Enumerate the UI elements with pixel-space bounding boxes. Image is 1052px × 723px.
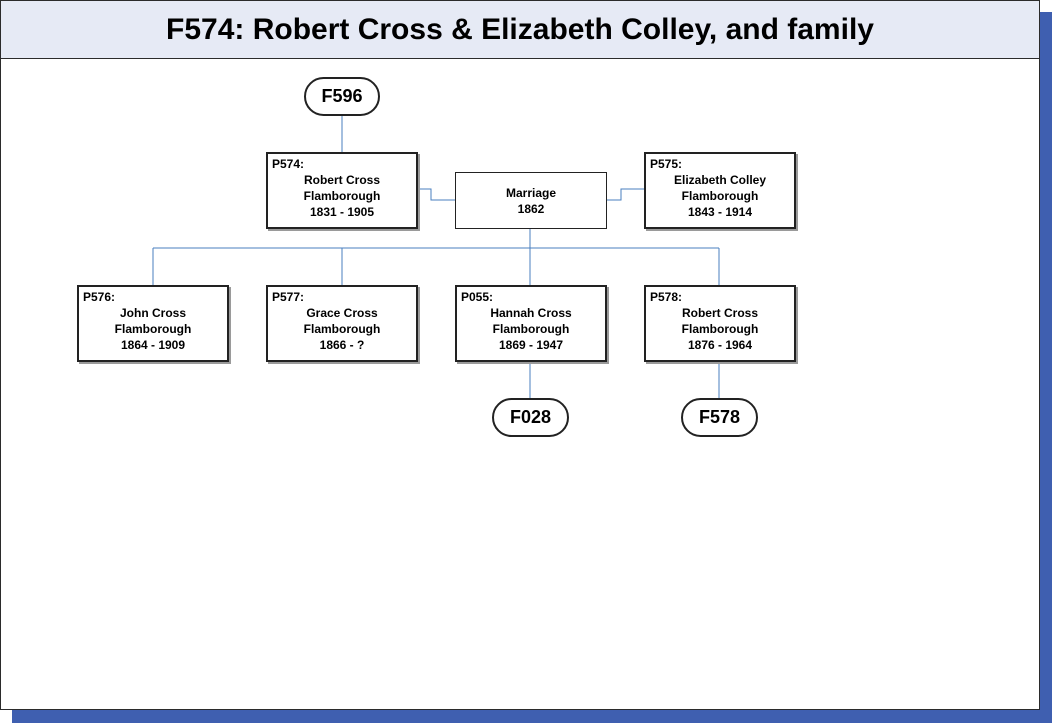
person-id: P578: [650, 290, 683, 304]
person-place: Flamborough [681, 322, 759, 336]
person-name: Robert Cross [303, 173, 380, 187]
person-card-wife[interactable]: P575: Elizabeth Colley Flamborough 1843 … [644, 152, 796, 229]
person-id: P574: [272, 157, 305, 171]
person-place: Flamborough [303, 189, 381, 203]
person-name: Robert Cross [681, 306, 758, 320]
family-ref-f578[interactable]: F578 [681, 398, 758, 437]
person-place: Flamborough [114, 322, 192, 336]
family-ref-f028[interactable]: F028 [492, 398, 569, 437]
family-ref-label: F578 [698, 407, 741, 427]
person-id: P576: [83, 290, 116, 304]
marriage-box[interactable]: Marriage 1862 [455, 172, 607, 229]
marriage-label: Marriage [505, 185, 557, 200]
person-place: Flamborough [303, 322, 381, 336]
person-card-child[interactable]: P578: Robert Cross Flamborough 1876 - 19… [644, 285, 796, 362]
person-card-child[interactable]: P577: Grace Cross Flamborough 1866 - ? [266, 285, 418, 362]
person-dates: 1864 - 1909 [120, 338, 186, 352]
person-name: John Cross [119, 306, 186, 320]
person-id: P055: [461, 290, 494, 304]
title-bar: F574: Robert Cross & Elizabeth Colley, a… [1, 1, 1039, 59]
connector-husband-marriage [417, 188, 455, 201]
diagram-page: F574: Robert Cross & Elizabeth Colley, a… [0, 0, 1040, 710]
family-ref-f596[interactable]: F596 [304, 77, 380, 116]
person-card-child[interactable]: P576: John Cross Flamborough 1864 - 1909 [77, 285, 229, 362]
person-place: Flamborough [492, 322, 570, 336]
connector-lines [152, 115, 720, 399]
family-ref-label: F028 [509, 407, 552, 427]
page-title: F574: Robert Cross & Elizabeth Colley, a… [166, 12, 874, 46]
person-dates: 1843 - 1914 [687, 205, 753, 219]
person-name: Elizabeth Colley [673, 173, 767, 187]
family-ref-label: F596 [321, 86, 363, 106]
person-id: P577: [272, 290, 305, 304]
person-card-child[interactable]: P055: Hannah Cross Flamborough 1869 - 19… [455, 285, 607, 362]
person-name: Hannah Cross [490, 306, 572, 320]
connector-wife-marriage [606, 188, 644, 201]
marriage-year: 1862 [517, 201, 545, 216]
person-card-husband[interactable]: P574: Robert Cross Flamborough 1831 - 19… [266, 152, 418, 229]
person-dates: 1869 - 1947 [498, 338, 564, 352]
person-dates: 1876 - 1964 [687, 338, 753, 352]
person-dates: 1831 - 1905 [309, 205, 375, 219]
person-dates: 1866 - ? [319, 338, 365, 352]
person-place: Flamborough [681, 189, 759, 203]
person-id: P575: [650, 157, 683, 171]
person-name: Grace Cross [306, 306, 378, 320]
